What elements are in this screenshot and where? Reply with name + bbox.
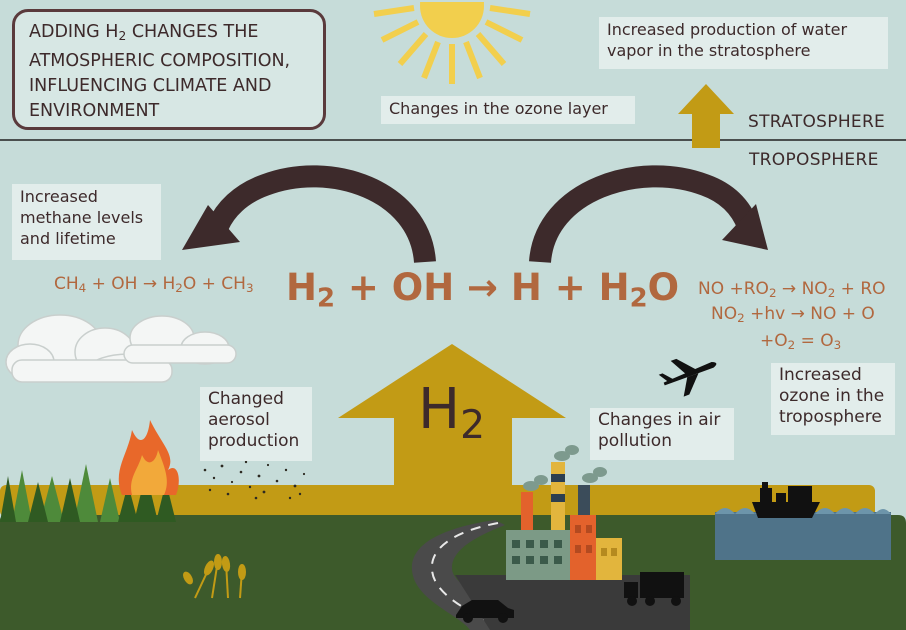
factory-icon <box>506 445 622 580</box>
h2-arrow-label: H2 <box>418 377 486 448</box>
airplane-icon <box>658 358 717 397</box>
fire-icon <box>118 420 179 495</box>
curved-arrow-left-head <box>182 205 240 250</box>
tropo-ozone-callout: Increased ozone in the troposphere <box>771 363 895 435</box>
curved-arrow-right-head <box>722 204 768 250</box>
water <box>715 508 891 560</box>
wheat-icon <box>183 554 246 599</box>
troposphere-label: TROPOSPHERE <box>749 150 879 170</box>
title-box: ADDING H2 CHANGES THE ATMOSPHERIC COMPOS… <box>12 9 326 130</box>
methane-callout: Increased methane levels and lifetime <box>12 184 161 260</box>
title-line-3: INFLUENCING CLIMATE AND <box>29 76 272 97</box>
water-vapor-callout: Increased production of water vapor in t… <box>599 17 888 69</box>
ship-icon <box>752 482 820 518</box>
car-icon <box>456 600 514 623</box>
title-line-1: ADDING H2 CHANGES THE <box>29 22 259 44</box>
curved-arrow-right <box>529 165 759 264</box>
sun-icon <box>373 0 531 84</box>
forest-icon <box>0 464 176 522</box>
nox-equation-1: NO +RO2 → NO2 + RO <box>698 279 886 300</box>
ozone-layer-callout: Changes in the ozone layer <box>381 96 635 124</box>
title-line-4: ENVIRONMENT <box>29 101 160 122</box>
cloud-icon <box>123 315 237 365</box>
stratosphere-label: STRATOSPHERE <box>748 112 886 132</box>
main-equation: H2 + OH → H + H2O <box>286 266 680 314</box>
truck-icon <box>624 572 684 606</box>
nox-equation-3: +O2 = O3 <box>760 331 842 352</box>
h2-band <box>0 485 875 517</box>
methane-equation: CH4 + OH → H2O + CH3 <box>54 274 254 295</box>
aerosol-particles <box>203 456 306 500</box>
nox-equation-2: NO2 +hv → NO + O <box>711 304 875 325</box>
stratosphere-arrow <box>678 84 734 148</box>
title-line-2: ATMOSPHERIC COMPOSITION, <box>29 51 291 72</box>
aerosol-callout: Changed aerosol production <box>200 387 312 461</box>
h2-arrow <box>338 344 566 490</box>
curved-arrow-left <box>207 165 436 264</box>
air-pollution-callout: Changes in air pollution <box>590 408 734 460</box>
